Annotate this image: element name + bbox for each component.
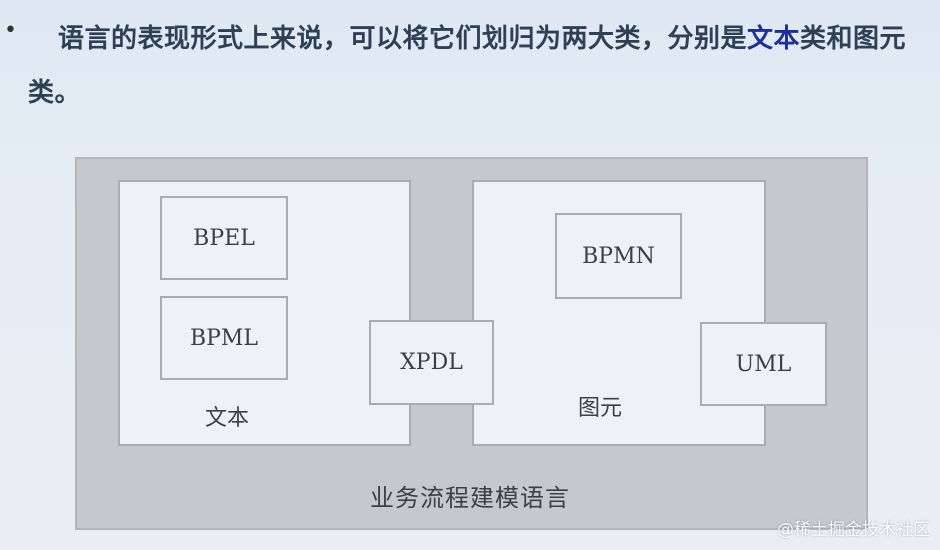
bpel-box: BPEL <box>160 196 288 280</box>
xpdl-box: XPDL <box>369 320 494 405</box>
text-category-label: 文本 <box>205 406 250 431</box>
heading-highlight: 文本 <box>747 24 801 54</box>
bpmn-box: BPMN <box>555 213 682 299</box>
container-caption: 业务流程建模语言 <box>370 484 570 512</box>
uml-box: UML <box>700 322 827 406</box>
bullet-marker: • <box>4 18 17 43</box>
slide-heading: 语言的表现形式上来说，可以将它们划归为两大类，分别是文本类和图元类。 <box>28 12 928 120</box>
watermark: @稀土掘金技术社区 <box>777 520 930 540</box>
heading-text-1: 语言的表现形式上来说，可以将它们划归为两大类，分别是 <box>58 24 748 54</box>
heading-text-2: 类和图元类。 <box>28 24 907 108</box>
graphic-category-label: 图元 <box>578 396 623 421</box>
bpml-box: BPML <box>160 296 288 380</box>
